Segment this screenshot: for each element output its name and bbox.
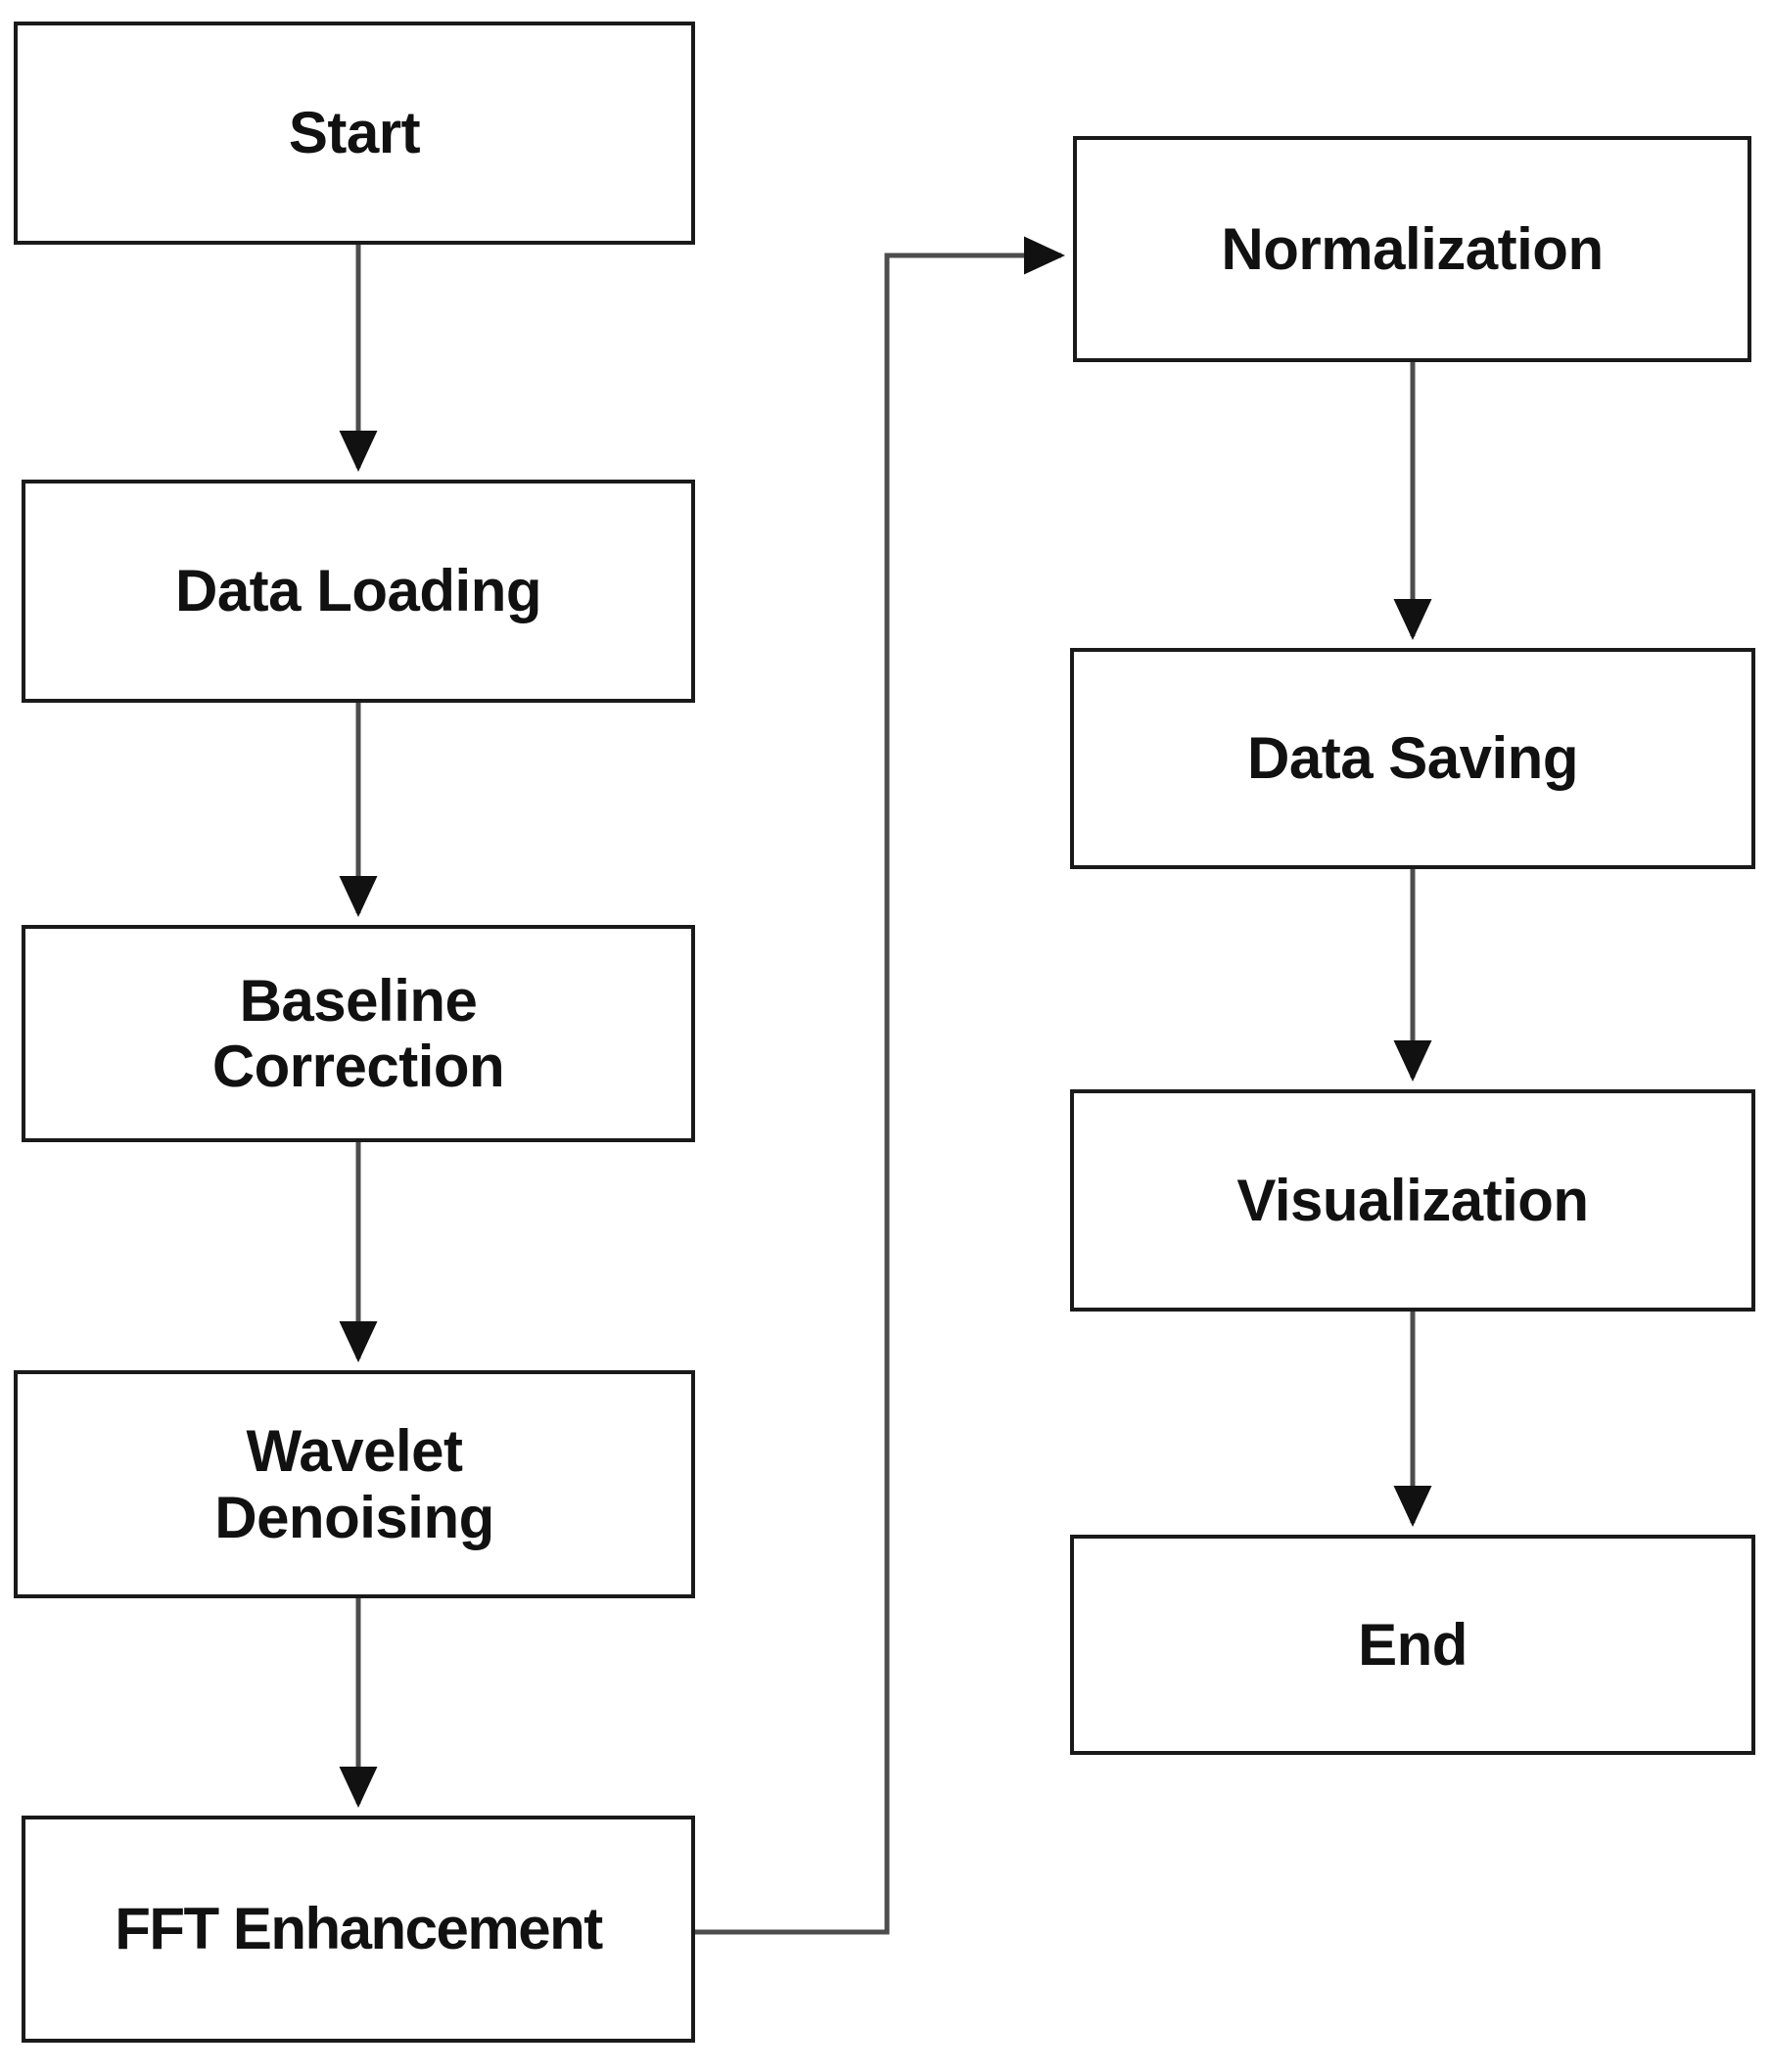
node-data-saving[interactable]: Data Saving <box>1070 648 1755 869</box>
node-wavelet-denoising-label: Wavelet Denoising <box>214 1418 494 1550</box>
node-normalization-label: Normalization <box>1221 215 1604 282</box>
node-visualization-label: Visualization <box>1236 1167 1589 1233</box>
node-data-saving-label: Data Saving <box>1247 725 1578 792</box>
node-baseline-correction-label: Baseline Correction <box>211 967 505 1099</box>
node-start-label: Start <box>288 100 421 166</box>
node-end[interactable]: End <box>1070 1535 1755 1755</box>
node-data-loading[interactable]: Data Loading <box>22 480 695 703</box>
node-wavelet-denoising[interactable]: Wavelet Denoising <box>14 1370 695 1598</box>
node-normalization[interactable]: Normalization <box>1073 136 1751 362</box>
node-baseline-correction[interactable]: Baseline Correction <box>22 925 695 1142</box>
edge-fft-enhancement-to-normalization <box>695 236 1066 1935</box>
node-start[interactable]: Start <box>14 22 695 245</box>
node-data-loading-label: Data Loading <box>174 558 542 624</box>
node-end-label: End <box>1358 1611 1468 1678</box>
node-visualization[interactable]: Visualization <box>1070 1089 1755 1312</box>
node-fft-enhancement-label: FFT Enhancement <box>115 1896 603 1962</box>
node-fft-enhancement[interactable]: FFT Enhancement <box>22 1816 695 2043</box>
